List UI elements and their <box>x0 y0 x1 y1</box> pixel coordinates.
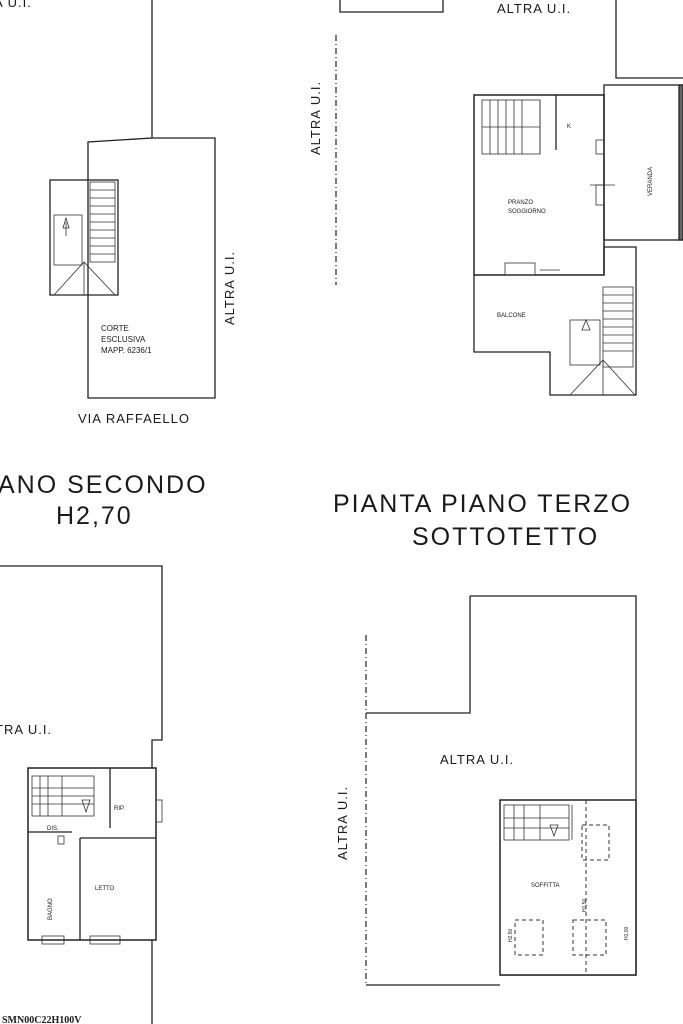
corte-label-1: CORTE <box>101 324 129 333</box>
corte-label-3: MAPP. 6236/1 <box>101 346 152 355</box>
altra-ui-horizontal-third: ALTRA U.I. <box>440 752 514 767</box>
altra-ui-vertical-top-right: ALTRA U.I. <box>308 81 323 155</box>
footer-code: SMN00C22H100V <box>2 1015 82 1024</box>
room-soggiorno-label: SOGGIORNO <box>508 209 546 215</box>
room-pranzo-label: PRANZO <box>508 200 533 206</box>
second-floor-title: ANO SECONDO <box>0 471 208 499</box>
altra-ui-vertical-third: ALTRA U.I. <box>335 786 350 860</box>
third-floor-subtitle: SOTTOTETTO <box>412 523 599 551</box>
first-floor-plan-top-right: ALTRA U.I. ALTRA U.I. K PRANZO SOGGIORNO… <box>308 0 683 396</box>
height-label-100: H1,00 <box>624 926 630 940</box>
altra-ui-second-floor: TRA U.I. <box>0 722 52 737</box>
staircase-third-floor <box>503 804 573 841</box>
altra-ui-label-vertical-left: ALTRA U.I. <box>222 251 237 325</box>
room-k-label: K <box>567 124 571 130</box>
corte-label-2: ESCLUSIVA <box>101 335 146 344</box>
second-floor-plan: TRA U.I. RIP. DIS. LETTO BAGNO SMN00C22H… <box>0 565 163 1024</box>
street-label: VIA RAFFAELLO <box>78 411 190 426</box>
ground-plan-top-left: CORTE ESCLUSIVA MAPP. 6236/1 ALTRA U.I. … <box>0 0 237 426</box>
height-label-150: H1,50 <box>582 898 588 912</box>
staircase-second-floor <box>31 775 95 817</box>
room-soffitta-label: SOFFITTA <box>531 883 560 889</box>
staircase-top-right <box>481 99 636 396</box>
staircase-top-left <box>53 181 116 296</box>
room-balcone-label: BALCONE <box>497 313 526 319</box>
third-floor-title: PIANTA PIANO TERZO <box>333 490 632 518</box>
room-dis-label: DIS. <box>47 826 59 832</box>
room-bagno-label: BAGNO <box>48 898 54 920</box>
height-label-250: H2,50 <box>508 928 514 942</box>
altra-ui-label-top-partial: A U.I. <box>0 0 32 10</box>
altra-ui-top-right: ALTRA U.I. <box>497 1 571 16</box>
second-floor-height: H2,70 <box>56 502 133 530</box>
third-floor-plan: ALTRA U.I. ALTRA U.I. SOFFITTA H2,50 H1,… <box>335 595 637 986</box>
room-rip-label: RIP. <box>114 806 125 812</box>
room-letto-label: LETTO <box>95 886 115 892</box>
room-veranda-label: VERANDA <box>648 167 654 196</box>
